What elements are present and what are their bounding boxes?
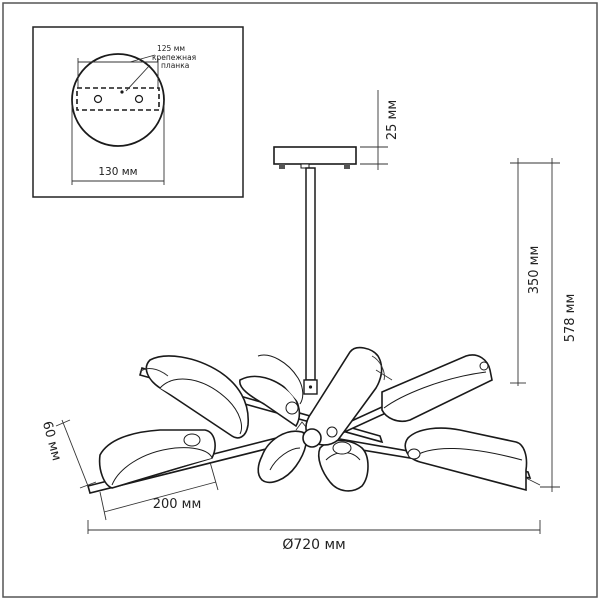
lamp-body xyxy=(87,346,541,494)
rod-length-label: 350 мм xyxy=(527,246,542,295)
shade-length-label: 200 мм xyxy=(153,497,202,512)
shade-height-label: 60 мм xyxy=(39,420,64,463)
shade-height-dimension: 60 мм xyxy=(39,419,97,489)
inset-frame xyxy=(32,26,244,198)
bracket-width-label: 125 мм xyxy=(157,44,185,53)
mounting-bracket xyxy=(76,87,160,111)
canopy-height-label: 25 мм xyxy=(385,100,400,140)
bracket-hole-left xyxy=(93,94,103,104)
total-height-label: 578 мм xyxy=(563,294,578,343)
center-dot xyxy=(120,90,124,94)
mount-detail-inset: 125 мм крепежная планка 130 мм xyxy=(32,26,244,198)
height-dimensions: 350 мм 578 мм xyxy=(510,158,578,492)
hub xyxy=(302,428,322,448)
shade-right-top xyxy=(381,354,493,423)
bracket-hole-right xyxy=(134,94,144,104)
shade-right-bottom xyxy=(404,427,541,492)
shade-top-left xyxy=(139,355,249,439)
shade-length-dimension: 200 мм xyxy=(99,461,219,521)
shade-center-left xyxy=(239,354,304,428)
diameter-dimension: Ø720 мм xyxy=(87,520,541,553)
canopy-and-rod xyxy=(273,146,357,395)
bracket-note-line2: планка xyxy=(161,61,189,70)
shade-bottom-center-left xyxy=(257,421,311,484)
canopy-height-dimension: 25 мм xyxy=(360,90,400,170)
canopy-circle xyxy=(71,53,165,147)
canopy-diameter-label: 130 мм xyxy=(98,166,137,178)
rod xyxy=(305,167,316,381)
shade-left-bottom xyxy=(98,429,216,489)
ceiling-canopy xyxy=(273,146,357,165)
shade-bottom-center-right xyxy=(317,439,369,492)
diameter-label: Ø720 мм xyxy=(282,537,345,553)
bracket-note-line1: крепежная xyxy=(152,53,196,62)
shade-center-upright xyxy=(305,346,393,446)
